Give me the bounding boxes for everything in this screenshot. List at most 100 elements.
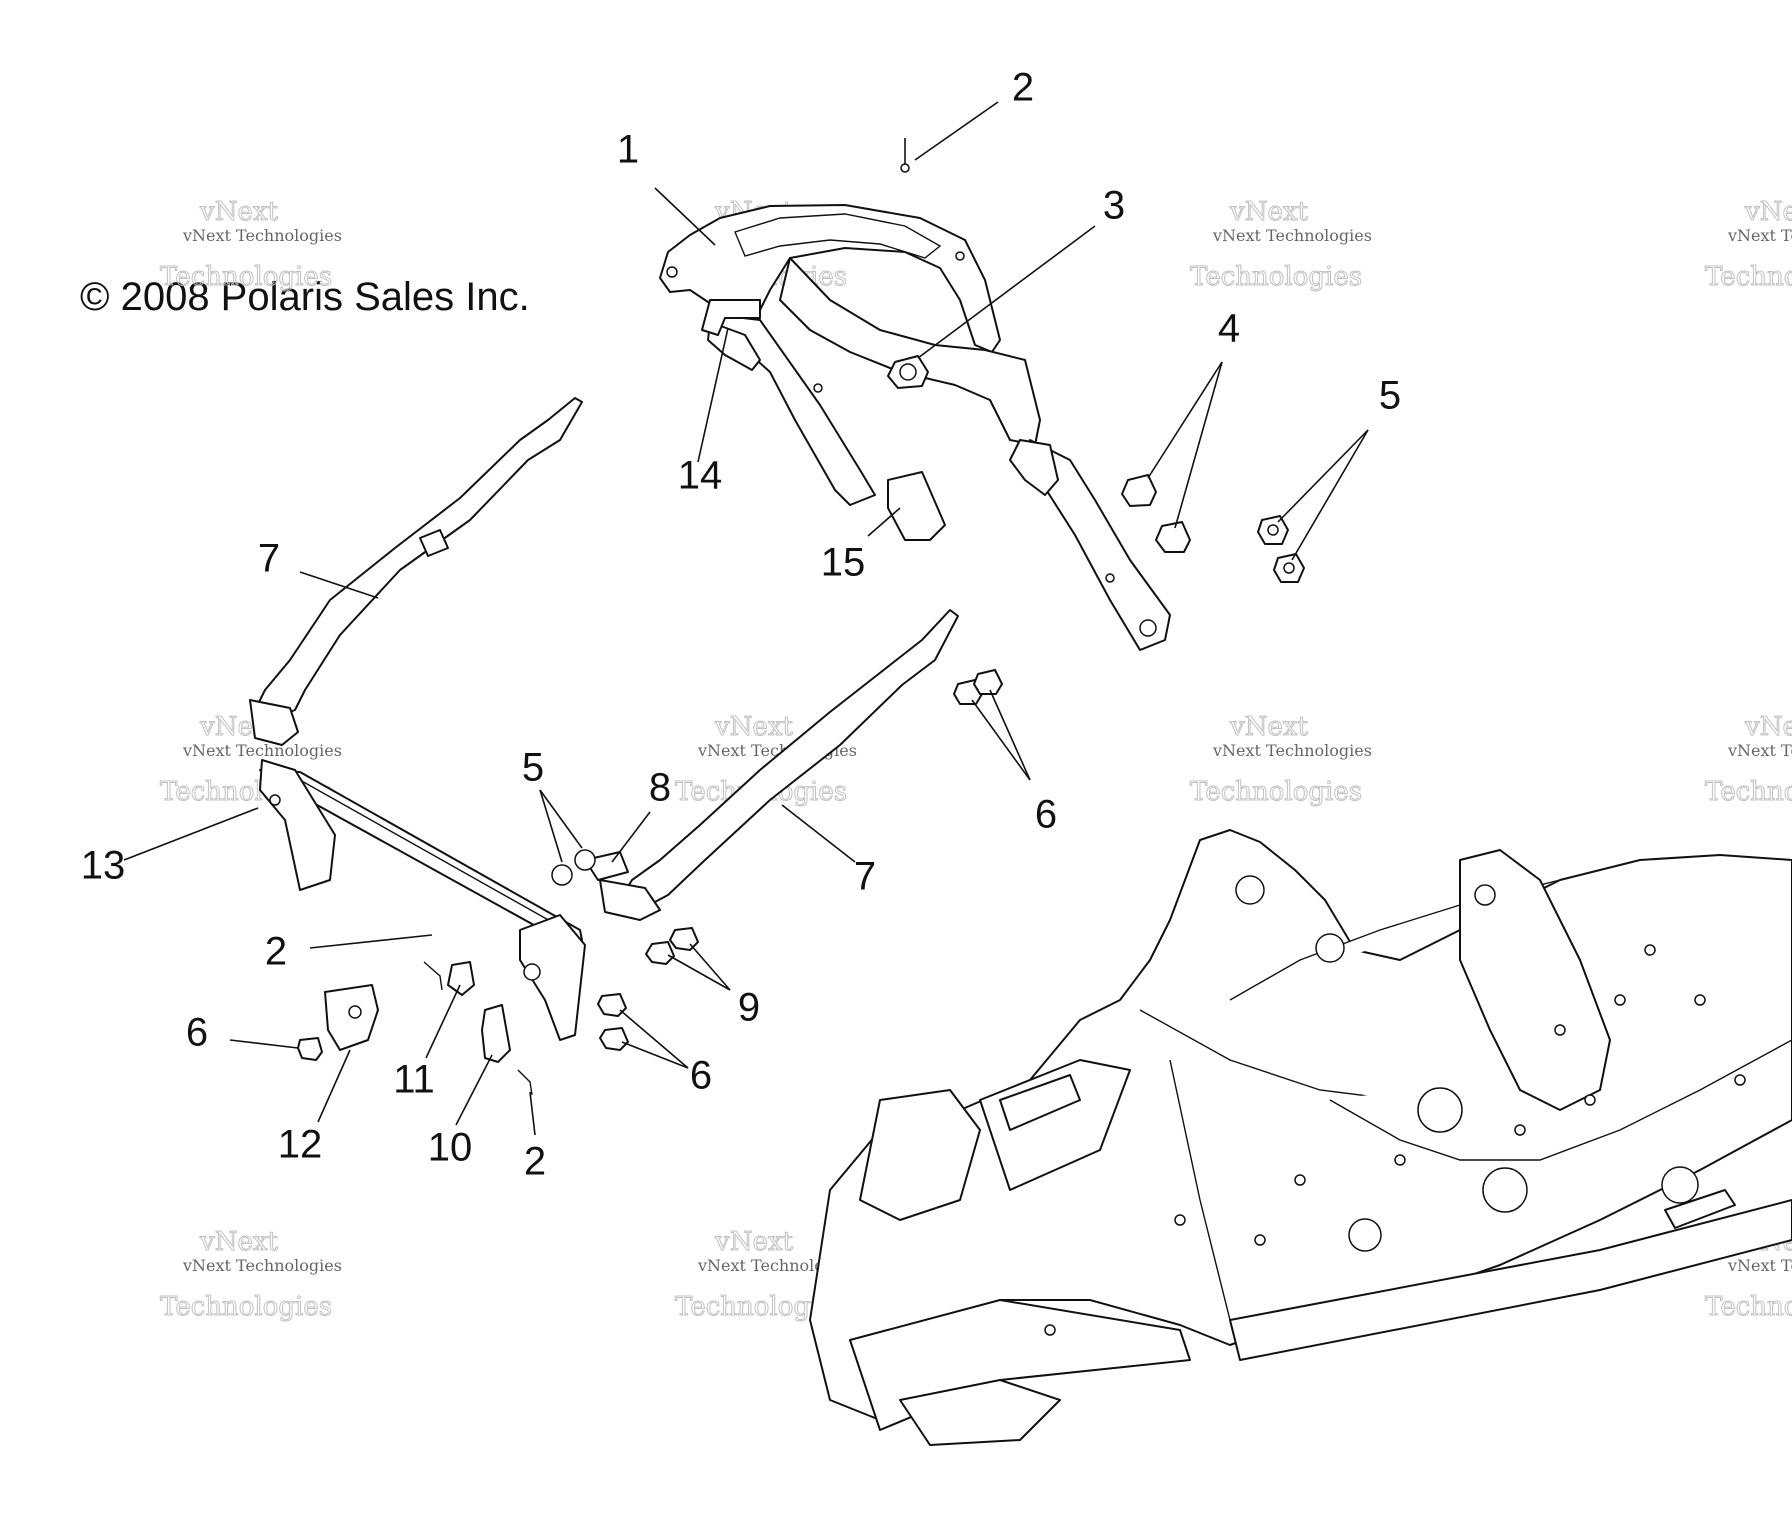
tube-part-7-left: [249, 397, 583, 746]
watermark-line: vNext: [714, 1227, 793, 1257]
watermark-line: Technologies: [160, 262, 332, 292]
callout-8: 8: [649, 766, 671, 810]
callout-3: 3: [1103, 184, 1125, 228]
leader-6c: [619, 1009, 689, 1069]
leader-4b: [1174, 361, 1223, 529]
watermark-top-edge: vNext vNext Technologies Technologies: [1705, 197, 1792, 293]
watermark-line: Technologies: [160, 1292, 332, 1322]
callout-12: 12: [278, 1123, 323, 1167]
callout-4: 4: [1218, 307, 1240, 351]
watermark-mid-edge: vNext vNext Technologies Technologies: [1705, 712, 1792, 808]
leader-7a: [299, 571, 379, 599]
callout-10: 10: [428, 1126, 473, 1170]
pad-part-15: [887, 471, 946, 541]
grommet-part-3: [887, 355, 929, 389]
watermark-line: vNext Technologies: [1727, 1256, 1792, 1275]
leader-8: [611, 811, 651, 863]
leader-2b: [309, 934, 433, 949]
leader-10: [455, 1054, 493, 1126]
callout-labels: 1 2 3 4 5 14 15 7 6 5 8 7 13 2 9 6 6 11 …: [81, 66, 1401, 1184]
leader-14: [697, 327, 729, 463]
nuts-part-5-top: [1257, 515, 1305, 583]
callout-6: 6: [1035, 793, 1057, 837]
chassis-assembly: [809, 829, 1792, 1446]
callout-2: 2: [1012, 66, 1034, 110]
leader-12: [317, 1049, 351, 1123]
watermark-top-left: vNext vNext Technologies Technologies: [160, 197, 342, 293]
leader-13: [123, 807, 259, 861]
clip-part-11: [447, 961, 475, 996]
leader-5a: [1277, 429, 1369, 523]
plate-part-10: [481, 1004, 511, 1063]
leader-lines: [123, 101, 1369, 1136]
plate-part-8: [584, 851, 629, 881]
leader-1: [654, 187, 716, 246]
leader-11: [425, 984, 461, 1059]
leader-3: [917, 225, 1096, 359]
callout-2: 2: [524, 1140, 546, 1184]
leader-6b: [989, 689, 1031, 781]
watermark-line: vNext Technologies: [182, 1256, 342, 1275]
callout-9: 9: [738, 986, 760, 1030]
callout-15: 15: [821, 541, 866, 585]
callout-2: 2: [265, 930, 287, 974]
leader-6d: [621, 1041, 689, 1069]
pin-part-2-top: [900, 138, 910, 173]
callout-6: 6: [186, 1011, 208, 1055]
bolts-part-6-right: [953, 669, 1003, 705]
watermark-line: vNext: [1744, 197, 1792, 227]
leader-15: [867, 507, 901, 537]
copyright-text: © 2008 Polaris Sales Inc.: [80, 275, 530, 319]
watermark-top-right: vNext vNext Technologies Technologies: [1190, 197, 1372, 293]
watermark-line: vNext: [199, 197, 278, 227]
callout-5: 5: [522, 746, 544, 790]
watermark-line: Technologies: [1705, 777, 1792, 807]
watermark-line: vNext: [1229, 712, 1308, 742]
watermark-line: vNext Technologies: [182, 226, 342, 245]
watermark-line: vNext: [1229, 197, 1308, 227]
callout-6: 6: [690, 1054, 712, 1098]
watermark-line: vNext Technologies: [1212, 226, 1372, 245]
watermark-line: Technologies: [1705, 262, 1792, 292]
leader-6e: [229, 1039, 299, 1049]
callout-14: 14: [678, 454, 723, 498]
bolts-part-9: [645, 927, 699, 965]
watermark-line: vNext Technologies: [1727, 741, 1792, 760]
leader-5d: [539, 789, 583, 849]
nuts-part-5-mid: [551, 849, 596, 886]
leader-9b: [689, 943, 731, 991]
watermark-low-left: vNext vNext Technologies Technologies: [160, 1227, 342, 1323]
leader-5b: [1291, 429, 1369, 561]
watermark-line: vNext Technologies: [1212, 741, 1372, 760]
watermark-line: vNext Technologies: [1727, 226, 1792, 245]
callout-7: 7: [854, 855, 876, 899]
watermark-line: vNext Technologies: [182, 741, 342, 760]
upper-steering-frame: [659, 204, 1171, 651]
leader-7b: [781, 804, 856, 863]
watermark-line: vNext: [199, 1227, 278, 1257]
leader-2c: [529, 1091, 536, 1136]
bolts-part-4: [1121, 474, 1191, 553]
callout-1: 1: [617, 128, 639, 172]
callout-7: 7: [258, 537, 280, 581]
leader-9a: [667, 954, 731, 991]
watermark-line: Technologies: [1190, 777, 1362, 807]
crossbar-part-13: [259, 759, 586, 1041]
leader-5c: [539, 789, 563, 863]
bolts-part-6-lower: [297, 993, 629, 1061]
pins-part-2: [423, 961, 533, 1096]
leader-2a: [914, 101, 999, 161]
bracket-part-12: [324, 984, 379, 1051]
leader-4a: [1147, 361, 1223, 479]
watermark-line: Technologies: [1190, 262, 1362, 292]
callout-13: 13: [81, 844, 126, 888]
pad-part-14: [701, 299, 761, 336]
leader-6a: [971, 699, 1031, 781]
callout-5: 5: [1379, 374, 1401, 418]
watermark-line: vNext: [714, 712, 793, 742]
watermark-mid-right: vNext vNext Technologies Technologies: [1190, 712, 1372, 808]
tube-part-7-right: [599, 609, 959, 921]
callout-11: 11: [393, 1058, 435, 1102]
